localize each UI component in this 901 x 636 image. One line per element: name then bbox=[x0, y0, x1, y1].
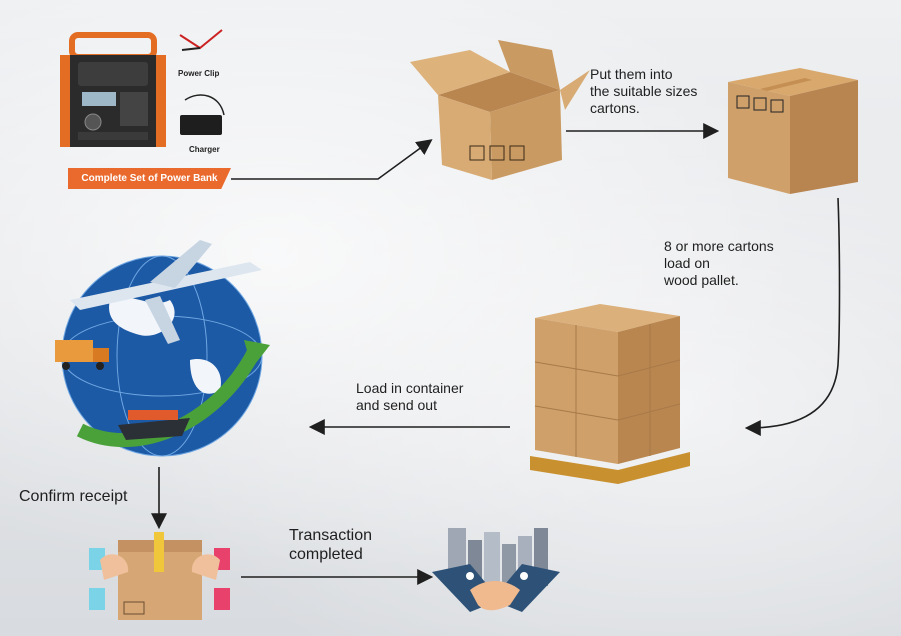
step-complete-text: Transaction completed bbox=[289, 527, 372, 563]
truck-icon bbox=[55, 340, 109, 370]
arrow-banner-to-box bbox=[231, 139, 433, 180]
charger-label: Charger bbox=[189, 145, 220, 154]
step-pack-text: Put them into the suitable sizes cartons… bbox=[590, 66, 698, 116]
step-confirm-text: Confirm receipt bbox=[19, 488, 128, 505]
step-pallet-text: 8 or more cartons load on wood pallet. bbox=[664, 238, 774, 288]
step-ship-text: Load in container and send out bbox=[356, 380, 464, 413]
power-clip-label: Power Clip bbox=[178, 69, 220, 78]
cargo-ship-icon bbox=[118, 410, 190, 440]
arrow-carton-to-pallet bbox=[744, 197, 841, 436]
product-banner: Complete Set of Power Bank bbox=[68, 168, 231, 189]
airplane-icon bbox=[70, 240, 262, 344]
